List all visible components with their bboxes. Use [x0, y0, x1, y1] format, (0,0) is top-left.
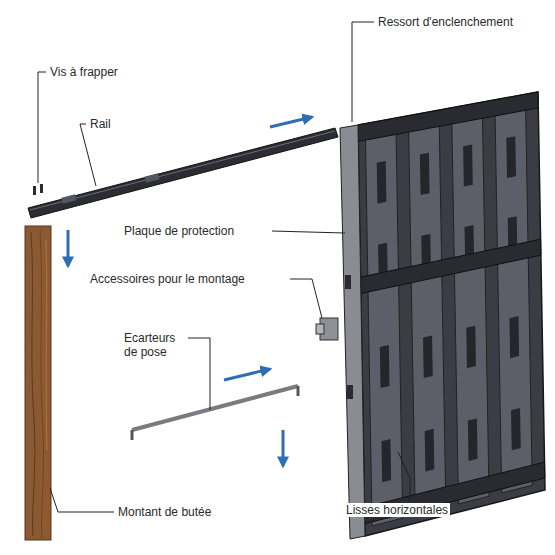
part-label: Ressort d'enclenchement — [376, 15, 515, 29]
rail-carriage — [61, 194, 76, 203]
wood-grain — [31, 232, 35, 536]
wood-grain — [46, 240, 47, 450]
leader-line — [352, 22, 374, 122]
stud-slot — [381, 439, 391, 482]
stud-slot — [420, 153, 430, 195]
frame-drawing — [340, 92, 545, 539]
part-label: Vis à frapper — [48, 65, 120, 79]
screw — [33, 186, 36, 195]
plate-slot — [347, 385, 353, 399]
stud-slot — [377, 161, 387, 204]
leader-line — [50, 488, 114, 512]
motion-arrow — [67, 230, 70, 266]
part-label: Rail — [88, 117, 113, 131]
leader-line — [290, 279, 322, 318]
rail-body — [28, 128, 338, 218]
wood-post — [25, 226, 51, 540]
part-label: Accessoires pour le montage — [88, 272, 247, 286]
leader-line — [80, 124, 96, 186]
part-label: Ecarteurs de pose — [122, 331, 188, 359]
rail-carriage — [144, 173, 159, 182]
accessory-drawing — [316, 318, 338, 340]
spacer-drawing — [132, 386, 298, 440]
plate-slot — [345, 275, 351, 289]
frame-stud — [409, 118, 446, 515]
stud-slot — [509, 316, 519, 358]
part-label: Lisses horizontales — [344, 503, 450, 517]
screw — [40, 184, 43, 193]
stud-slot — [380, 345, 390, 388]
leader-line — [38, 72, 46, 183]
leader-line — [398, 452, 410, 500]
screw-drawing — [33, 184, 43, 195]
horizontal-rail — [361, 239, 541, 293]
stud-slot — [425, 429, 435, 472]
motion-arrow — [270, 117, 312, 127]
wood-grain — [40, 230, 43, 538]
bracket — [316, 324, 324, 334]
stud-slot — [466, 326, 476, 368]
horizontal-rail — [358, 92, 538, 141]
stud-slot — [468, 418, 478, 461]
motion-arrow — [282, 430, 285, 466]
part-label: Montant de butée — [116, 505, 213, 519]
protection-plate — [340, 125, 365, 539]
motion-arrows — [68, 117, 312, 466]
part-label: Plaque de protection — [122, 224, 236, 238]
frame-stud — [365, 126, 402, 526]
spacer-hook — [297, 386, 300, 396]
leader-lines — [38, 22, 410, 512]
rail-drawing — [28, 128, 338, 218]
rail-edge — [30, 131, 335, 210]
frame-stud — [452, 110, 489, 504]
wood-post-drawing — [25, 226, 51, 540]
stud-slot — [506, 136, 516, 178]
stud-slot — [423, 335, 433, 378]
motion-arrow — [224, 369, 270, 380]
leader-line — [272, 231, 345, 233]
frame-body — [358, 92, 545, 536]
spacer-bar — [132, 386, 298, 430]
stud-slot — [463, 144, 473, 186]
spacer-hook — [131, 430, 134, 440]
frame-stud — [495, 102, 532, 493]
stud-slot — [511, 408, 521, 450]
